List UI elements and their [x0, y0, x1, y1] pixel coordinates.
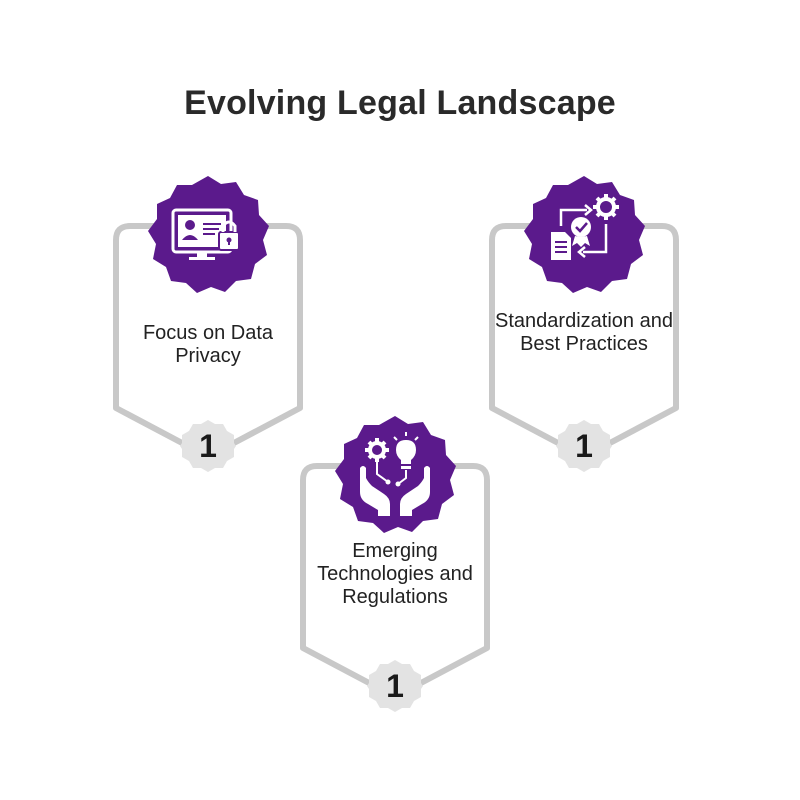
- card-emerging-tech: Emerging Technologies and Regulations 1: [299, 416, 491, 716]
- card-text: Standardization and Best Practices: [495, 310, 673, 355]
- card-standardization: Standardization and Best Practices 1: [488, 176, 680, 476]
- step-badge: 1: [180, 418, 236, 474]
- step-number: 1: [575, 427, 593, 464]
- data-privacy-icon: [171, 208, 240, 260]
- card-text: Focus on Data Privacy: [142, 322, 274, 367]
- step-number: 1: [199, 427, 217, 464]
- icon-badge: [145, 172, 271, 298]
- icon-badge: [521, 172, 647, 298]
- card-data-privacy: Focus on Data Privacy 1: [112, 176, 304, 476]
- card-text: Emerging Technologies and Regulations: [317, 540, 473, 608]
- emerging-tech-icon: [360, 432, 430, 516]
- page-title: Evolving Legal Landscape: [184, 84, 616, 122]
- card-frame: [300, 463, 490, 687]
- card-frame: [113, 223, 303, 447]
- step-badge: 1: [367, 658, 423, 714]
- standardization-icon: [551, 194, 619, 260]
- card-frame: [489, 223, 679, 447]
- step-number: 1: [386, 667, 404, 704]
- step-badge: 1: [556, 418, 612, 474]
- icon-badge: [332, 412, 458, 538]
